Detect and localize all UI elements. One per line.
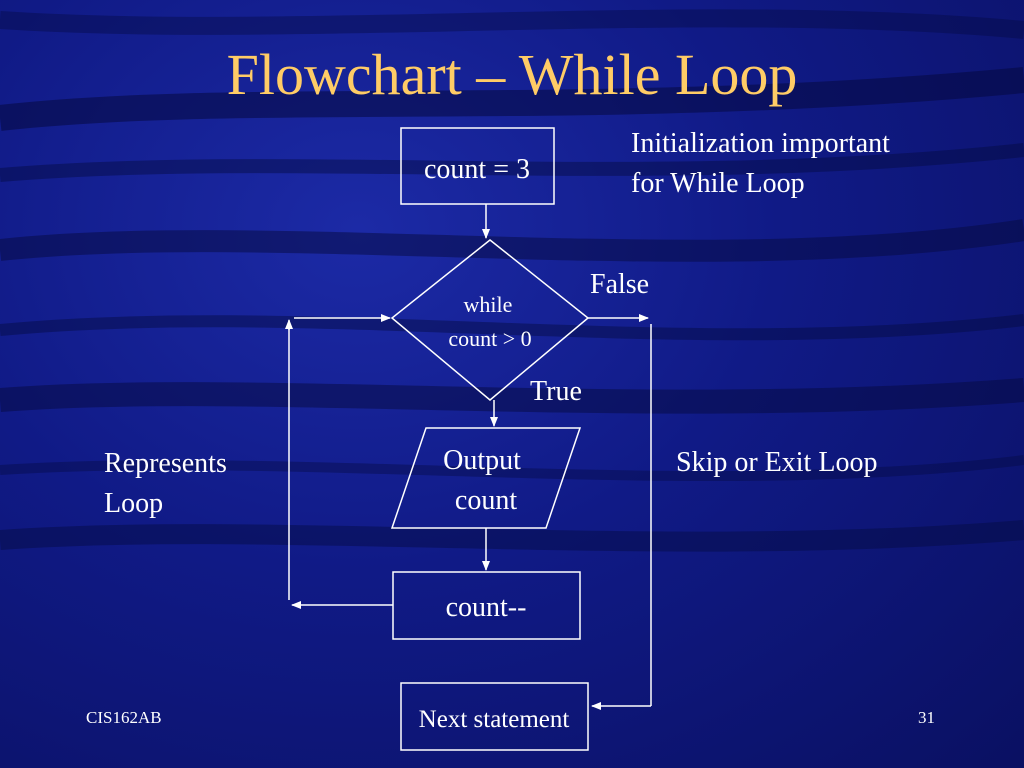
decision-text-line2: count > 0 [448, 326, 531, 351]
true-label: True [530, 376, 582, 407]
false-label: False [590, 269, 649, 300]
loop-note-line2: Loop [104, 488, 164, 519]
init-note: Initialization important for While Loop [631, 124, 890, 204]
init-box [400, 127, 555, 205]
init-note-line1: Initialization important [631, 128, 890, 159]
loop-note-line1: Represents [104, 448, 227, 479]
footer-page-number: 31 [918, 708, 935, 727]
output-text-line2: count [455, 485, 517, 516]
next-statement-text: Next statement [419, 706, 570, 733]
footer-course: CIS162AB [86, 708, 162, 727]
slide-title: Flowchart – While Loop [226, 42, 798, 107]
decision-diamond [390, 239, 590, 401]
skip-note: Skip or Exit Loop [676, 447, 878, 478]
output-parallelogram [390, 427, 582, 529]
next-statement-box [400, 682, 589, 751]
decision-text-line1: while [464, 292, 513, 317]
init-note-line2: for While Loop [631, 168, 805, 199]
decrement-box-text: count-- [446, 592, 527, 623]
loop-note: Represents Loop [104, 444, 227, 524]
output-text-line1: Output [443, 445, 521, 476]
init-box-text: count = 3 [424, 154, 530, 185]
